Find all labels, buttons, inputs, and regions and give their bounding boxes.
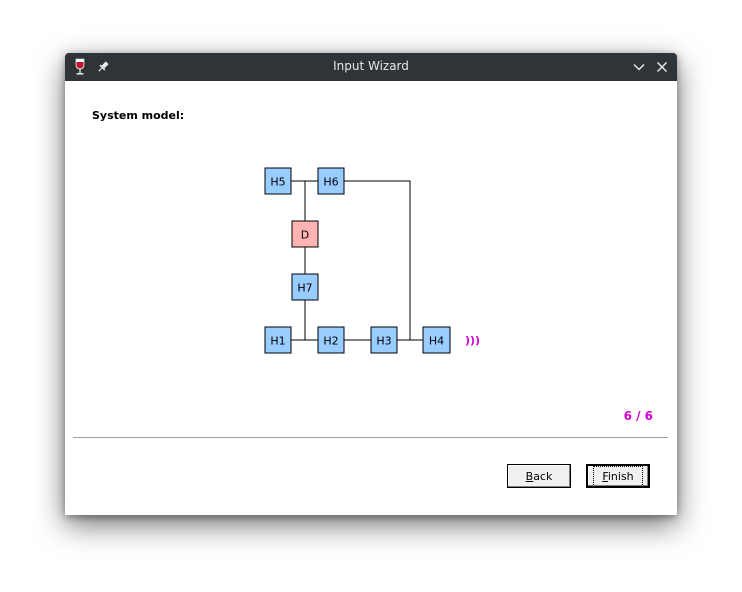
close-icon[interactable] bbox=[652, 57, 672, 77]
window-title: Input Wizard bbox=[333, 59, 409, 73]
diagram-node[interactable]: D bbox=[291, 220, 319, 248]
finish-button[interactable]: Finish bbox=[586, 464, 650, 488]
back-button[interactable]: Back bbox=[507, 464, 571, 488]
node-label: D bbox=[301, 229, 309, 242]
wizard-content: System model: H5 bbox=[65, 81, 677, 515]
diagram-links bbox=[291, 180, 423, 341]
finish-mnemonic: F bbox=[602, 469, 608, 483]
back-button-label: Back bbox=[520, 469, 559, 484]
diagram-node[interactable]: H7 bbox=[291, 273, 319, 301]
finish-button-label: Finish bbox=[593, 465, 643, 487]
diagram-node[interactable]: H5 bbox=[264, 167, 292, 195]
wine-glass-icon[interactable] bbox=[70, 57, 90, 77]
pin-icon[interactable] bbox=[93, 57, 113, 77]
page-indicator: 6 / 6 bbox=[623, 409, 653, 423]
input-wizard-window: Input Wizard System model: bbox=[65, 53, 677, 515]
node-label: H5 bbox=[270, 176, 285, 189]
diagram-node[interactable]: H3 bbox=[370, 326, 398, 354]
node-label: H3 bbox=[376, 335, 391, 348]
wireless-signal-icon: ))) bbox=[465, 334, 480, 347]
back-mnemonic: B bbox=[525, 469, 534, 483]
link-h6-h4 bbox=[344, 180, 411, 340]
diagram-node[interactable]: H2 bbox=[317, 326, 345, 354]
system-model-diagram: H5 H6 D H7 H1 bbox=[264, 167, 480, 354]
diagram-node[interactable]: H1 bbox=[264, 326, 292, 354]
node-label: H1 bbox=[270, 335, 285, 348]
node-label: H7 bbox=[297, 282, 312, 295]
back-label-rest: ack bbox=[533, 469, 553, 483]
node-label: H2 bbox=[323, 335, 338, 348]
diagram-node[interactable]: H4 bbox=[422, 326, 451, 354]
titlebar[interactable]: Input Wizard bbox=[65, 53, 677, 81]
chevron-down-icon[interactable] bbox=[629, 57, 649, 77]
node-label: H6 bbox=[323, 176, 338, 189]
node-label: H4 bbox=[429, 335, 444, 348]
section-label: System model: bbox=[92, 109, 185, 122]
diagram-node[interactable]: H6 bbox=[317, 167, 345, 195]
separator bbox=[73, 437, 668, 438]
finish-label-rest: inish bbox=[607, 469, 634, 483]
